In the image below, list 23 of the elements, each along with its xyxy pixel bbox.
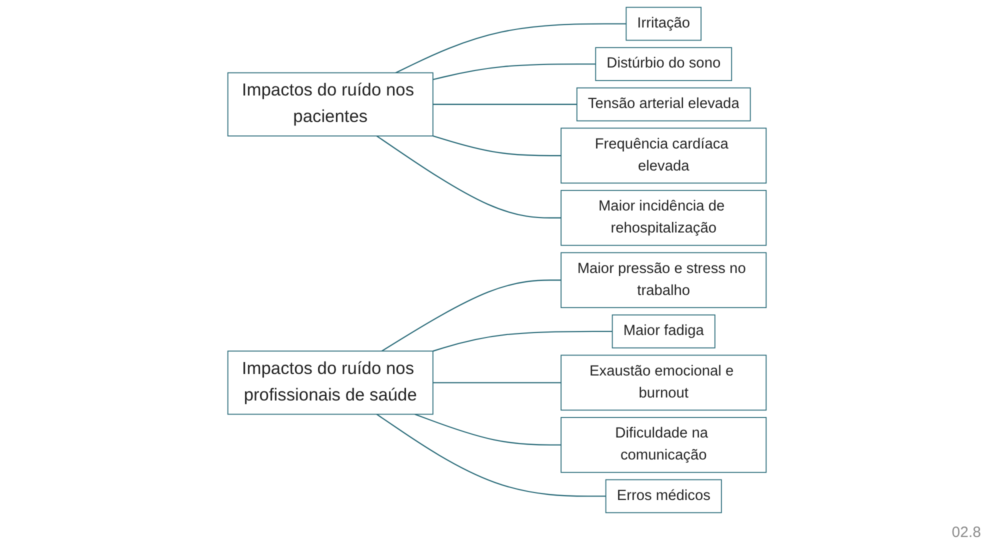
connector	[414, 414, 561, 446]
connector	[380, 280, 561, 352]
connector	[376, 135, 561, 218]
node-box: Exaustão emocional e burnout	[560, 354, 766, 411]
connector	[432, 104, 576, 105]
node-box: Distúrbio do sono	[594, 47, 732, 82]
node-box: Dificuldade na comunicação	[560, 417, 766, 473]
node-box: Maior fadiga	[611, 314, 715, 348]
connector	[432, 382, 561, 384]
connector	[394, 23, 626, 74]
connector	[432, 63, 596, 80]
connector	[376, 414, 606, 497]
node-box: Impactos do ruído nos profissionais de saúde	[226, 350, 433, 415]
node-box: Impactos do ruído nos pacientes	[226, 72, 433, 136]
node-box: Erros médicos	[604, 479, 722, 514]
node-box: Frequência cardíaca elevada	[560, 128, 766, 184]
node-box: Tensão arterial elevada	[576, 87, 750, 122]
node-box: Irritação	[625, 6, 702, 41]
connector	[432, 330, 612, 352]
connector	[432, 135, 561, 156]
node-box: Maior incidência de rehospitalização	[560, 190, 766, 246]
page-number: 02.8	[952, 524, 981, 541]
node-box: Maior pressão e stress no trabalho	[560, 252, 766, 308]
